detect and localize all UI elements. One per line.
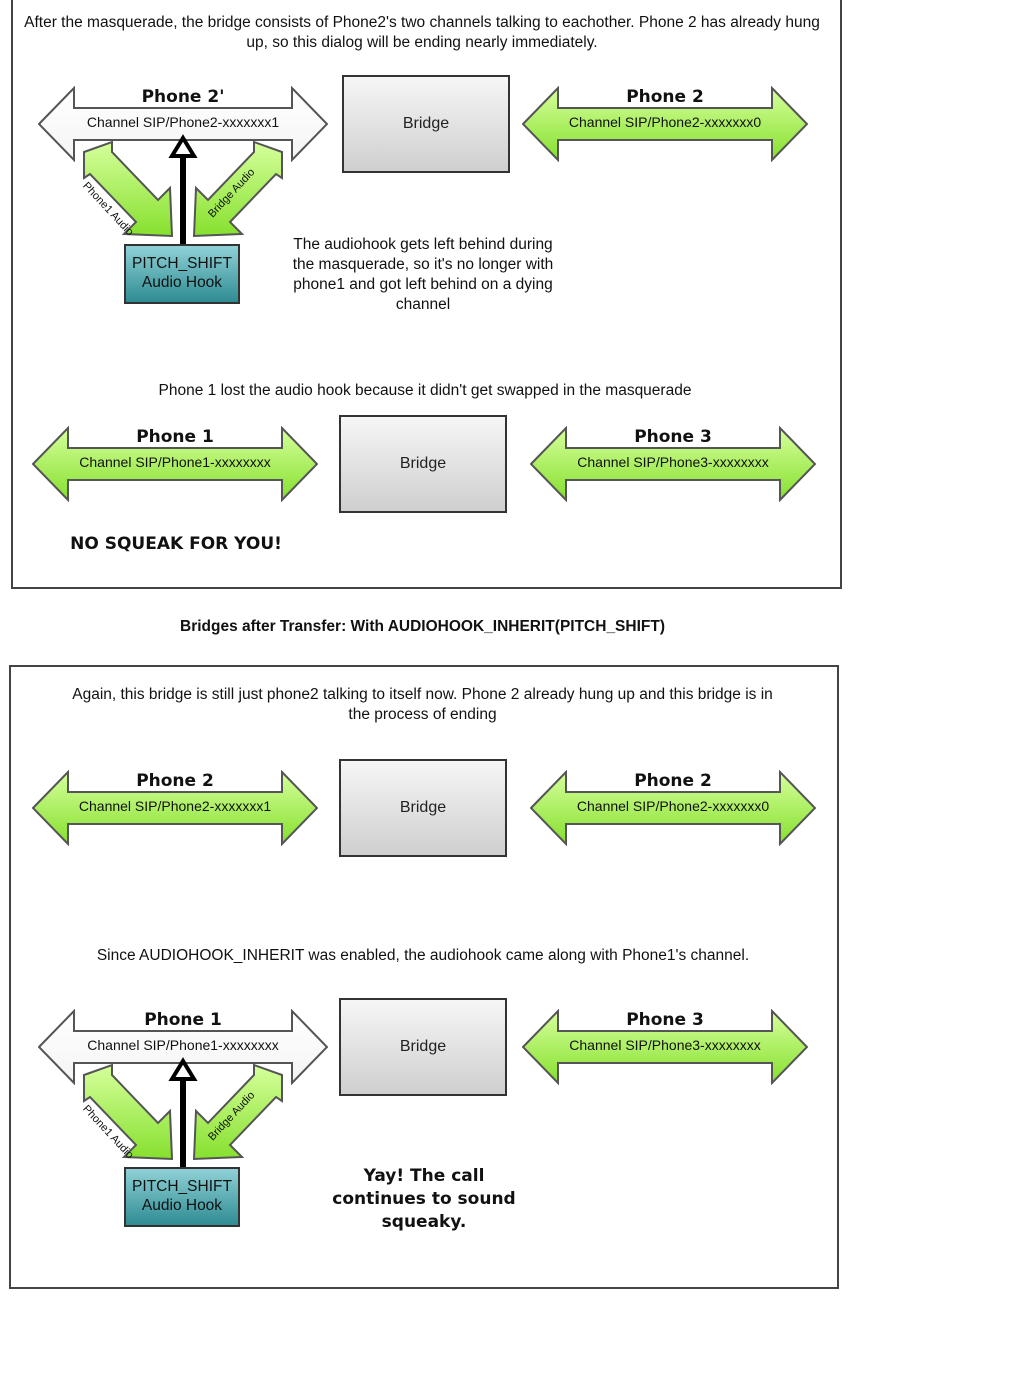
double-arrow-green [522, 86, 808, 162]
channel-name: Phone 2 [626, 87, 704, 107]
channel-id: Channel SIP/Phone2-xxxxxxx0 [568, 114, 762, 130]
hook-line1: PITCH_SHIFT [132, 1178, 232, 1195]
audiohook-arrows [83, 134, 283, 244]
channel-name: Phone 3 [634, 427, 712, 447]
channel-name: Phone 3 [626, 1010, 704, 1030]
channel-id: Channel SIP/Phone2-xxxxxxx1 [86, 114, 280, 130]
double-arrow-green [530, 426, 816, 502]
bottom-result-text: Yay! The call continues to sound squeaky… [332, 1166, 516, 1232]
channel-name: Phone 1 [144, 1010, 222, 1030]
bridge-audio-arrow [192, 140, 283, 238]
channel-arrow-phone2-prime: Phone 2' Channel SIP/Phone2-xxxxxxx1 [38, 86, 328, 162]
channel-arrow-phone1: Phone 1 Channel SIP/Phone1-xxxxxxxx [32, 426, 318, 502]
bridge-box: Bridge [339, 415, 507, 513]
channel-id: Channel SIP/Phone1-xxxxxxxx [79, 454, 271, 470]
double-arrow-white [38, 86, 328, 162]
phone1-audio-arrow [83, 1063, 174, 1161]
phone1-audio-arrow [83, 140, 174, 238]
double-arrow-white [38, 1009, 328, 1085]
channel-id: Channel SIP/Phone2-xxxxxxx0 [576, 798, 770, 814]
pitch-shift-audiohook: PITCH_SHIFT Audio Hook [124, 1167, 240, 1227]
double-arrow-green [32, 426, 318, 502]
double-arrow-green [32, 770, 318, 846]
pitch-shift-audiohook: PITCH_SHIFT Audio Hook [124, 244, 240, 304]
section-heading: Bridges after Transfer: With AUDIOHOOK_I… [180, 618, 665, 635]
bridge-box: Bridge [342, 75, 510, 173]
bridge-box: Bridge [339, 998, 507, 1096]
channel-id: Channel SIP/Phone1-xxxxxxxx [87, 1037, 279, 1053]
channel-name: Phone 1 [136, 427, 214, 447]
audiohook-arrows [83, 1057, 283, 1167]
channel-id: Channel SIP/Phone3-xxxxxxxx [569, 1037, 761, 1053]
top-note-left-behind: The audiohook gets left behind during th… [292, 236, 554, 313]
channel-arrow-phone1-inherited: Phone 1 Channel SIP/Phone1-xxxxxxxx [38, 1009, 328, 1085]
bottom-note-inherit-enabled: Since AUDIOHOOK_INHERIT was enabled, the… [96, 947, 750, 964]
channel-name: Phone 2 [136, 771, 214, 791]
channel-arrow-phone3-bottom: Phone 3 Channel SIP/Phone3-xxxxxxxx [522, 1009, 808, 1085]
top-result-text: NO SQUEAK FOR YOU! [70, 534, 282, 554]
channel-arrow-phone2: Phone 2 Channel SIP/Phone2-xxxxxxx0 [522, 86, 808, 162]
hook-connector-arrowhead [168, 134, 198, 158]
channel-arrow-phone2-right: Phone 2 Channel SIP/Phone2-xxxxxxx0 [530, 770, 816, 846]
channel-id: Channel SIP/Phone3-xxxxxxxx [577, 454, 769, 470]
top-note-masquerade: After the masquerade, the bridge consist… [24, 14, 820, 51]
bridge-audio-arrow [192, 1063, 283, 1161]
hook-connector-arrowhead [168, 1057, 198, 1081]
hook-line1: PITCH_SHIFT [132, 255, 232, 272]
hook-line2: Audio Hook [141, 1197, 223, 1214]
channel-arrow-phone2-left: Phone 2 Channel SIP/Phone2-xxxxxxx1 [32, 770, 318, 846]
channel-arrow-phone3: Phone 3 Channel SIP/Phone3-xxxxxxxx [530, 426, 816, 502]
channel-name: Phone 2 [634, 771, 712, 791]
top-note-lost-hook: Phone 1 lost the audio hook because it d… [158, 382, 692, 399]
double-arrow-green [522, 1009, 808, 1085]
bridge-box: Bridge [339, 759, 507, 857]
bottom-note-still-phone2: Again, this bridge is still just phone2 … [72, 686, 773, 723]
double-arrow-green [530, 770, 816, 846]
hook-line2: Audio Hook [141, 274, 223, 291]
channel-name: Phone 2' [141, 87, 225, 107]
channel-id: Channel SIP/Phone2-xxxxxxx1 [78, 798, 272, 814]
